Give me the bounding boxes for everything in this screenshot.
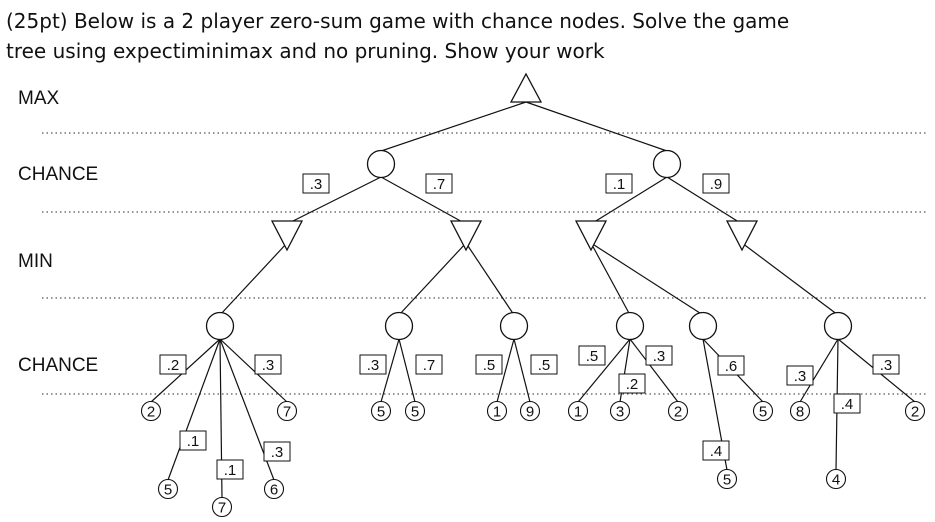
svg-text:.7: .7 — [433, 176, 446, 193]
tree-edges — [150, 101, 916, 499]
leaf-node: 4 — [825, 468, 847, 490]
svg-text:1: 1 — [574, 404, 582, 421]
svg-text:7: 7 — [218, 500, 226, 517]
chance-node — [615, 311, 645, 341]
svg-text:5: 5 — [411, 404, 419, 421]
probability-label: .1 — [179, 430, 207, 451]
chance-node — [499, 311, 529, 341]
min-node — [574, 220, 608, 252]
chance-node — [688, 311, 718, 341]
svg-text:.4: .4 — [841, 396, 854, 413]
svg-text:1: 1 — [493, 404, 501, 421]
leaf-node: 5 — [404, 400, 426, 422]
svg-text:.5: .5 — [483, 357, 496, 374]
probability-label: .5 — [530, 354, 558, 375]
probability-label: .7 — [415, 354, 443, 375]
svg-text:.3: .3 — [880, 357, 893, 374]
probability-label: .3 — [872, 354, 900, 375]
chance-node — [366, 149, 396, 179]
svg-text:5: 5 — [759, 404, 767, 421]
leaf-node: 2 — [667, 400, 689, 422]
leaf-node: 2 — [140, 400, 162, 422]
svg-text:.6: .6 — [725, 358, 738, 375]
probability-label: .3 — [645, 345, 673, 366]
level-label-chance-lower: CHANCE — [18, 355, 98, 376]
svg-text:7: 7 — [283, 404, 291, 421]
svg-text:.3: .3 — [794, 368, 807, 385]
max-node — [509, 72, 543, 103]
svg-text:.2: .2 — [167, 357, 180, 374]
svg-text:.5: .5 — [586, 348, 599, 365]
svg-text:4: 4 — [832, 472, 840, 489]
leaf-node: 1 — [567, 400, 589, 422]
leaf-node: 5 — [716, 468, 738, 490]
svg-text:.7: .7 — [423, 357, 436, 374]
probability-label: .6 — [717, 355, 745, 376]
probability-label: .3 — [263, 441, 291, 462]
leaf-node: 2 — [904, 400, 926, 422]
probability-label: .5 — [578, 345, 606, 366]
leaf-node: 7 — [211, 496, 233, 518]
svg-text:.3: .3 — [653, 348, 666, 365]
svg-text:.1: .1 — [187, 433, 200, 450]
svg-text:9: 9 — [526, 404, 534, 421]
svg-text:.3: .3 — [262, 357, 275, 374]
leaf-node: 6 — [263, 478, 285, 500]
svg-text:.5: .5 — [538, 357, 551, 374]
svg-text:8: 8 — [796, 404, 804, 421]
probability-label: .3 — [302, 173, 330, 194]
question-text: (25pt) Below is a 2 player zero-sum game… — [6, 6, 926, 66]
svg-text:.3: .3 — [310, 176, 323, 193]
probability-label: .4 — [833, 393, 861, 414]
probability-label: .4 — [702, 440, 730, 461]
leaf-node: 9 — [519, 400, 541, 422]
question-line-1: (25pt) Below is a 2 player zero-sum game… — [6, 9, 790, 33]
level-label-min: MIN — [18, 251, 53, 272]
min-node — [449, 220, 483, 252]
question-line-2: tree using expectiminimax and no pruning… — [6, 39, 605, 63]
chance-node — [205, 311, 235, 341]
probability-label: .2 — [618, 373, 646, 394]
chance-node — [384, 311, 414, 341]
svg-text:2: 2 — [147, 404, 155, 421]
probability-label: .1 — [216, 459, 244, 480]
svg-text:.9: .9 — [710, 176, 723, 193]
probability-label: .5 — [475, 354, 503, 375]
probability-label: .3 — [786, 365, 814, 386]
svg-text:5: 5 — [164, 482, 172, 499]
svg-text:5: 5 — [723, 472, 731, 489]
svg-text:.3: .3 — [367, 357, 380, 374]
level-label-max: MAX — [18, 88, 60, 109]
leaf-node: 7 — [276, 400, 298, 422]
probability-label: .9 — [702, 173, 730, 194]
probability-label: .3 — [359, 354, 387, 375]
chance-node — [652, 149, 682, 179]
svg-text:6: 6 — [270, 482, 278, 499]
svg-text:.3: .3 — [271, 444, 284, 461]
probability-label: .3 — [254, 354, 282, 375]
svg-text:3: 3 — [616, 404, 624, 421]
leaf-node: 5 — [752, 400, 774, 422]
leaf-node: 5 — [157, 478, 179, 500]
svg-text:.4: .4 — [710, 443, 723, 460]
svg-text:5: 5 — [377, 404, 385, 421]
chance-node — [823, 311, 853, 341]
level-label-chance: CHANCE — [18, 164, 98, 185]
probability-label: .2 — [159, 354, 187, 375]
svg-text:2: 2 — [674, 404, 682, 421]
svg-text:.2: .2 — [626, 376, 639, 393]
leaf-node: 1 — [486, 400, 508, 422]
probability-label: .7 — [425, 173, 453, 194]
svg-text:2: 2 — [911, 404, 919, 421]
probability-label: .1 — [605, 173, 633, 194]
min-node — [270, 220, 304, 252]
min-node — [725, 220, 759, 252]
leaf-node: 8 — [789, 400, 811, 422]
svg-text:.1: .1 — [224, 462, 237, 479]
leaf-node: 5 — [370, 400, 392, 422]
svg-text:.1: .1 — [613, 176, 626, 193]
leaf-node: 3 — [609, 400, 631, 422]
